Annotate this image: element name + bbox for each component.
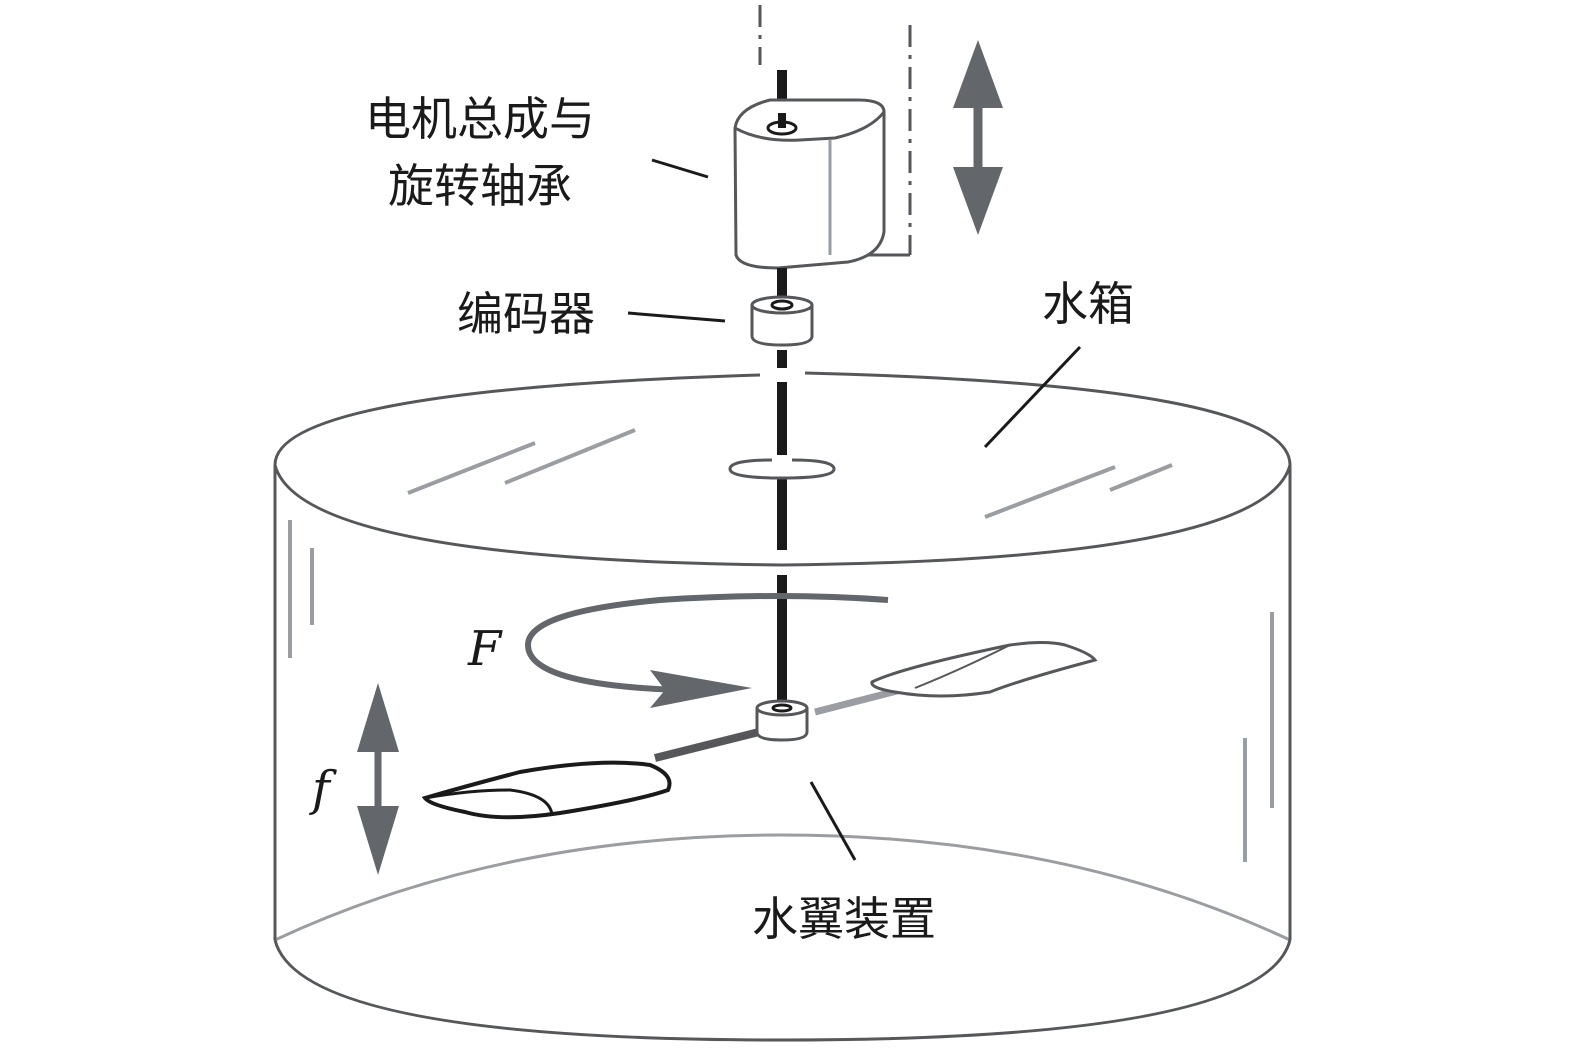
label-encoder: 编码器 bbox=[457, 287, 595, 341]
guide-rails bbox=[758, 5, 912, 257]
motor-assembly bbox=[733, 98, 886, 270]
label-frequency-f-lower: f bbox=[309, 761, 337, 817]
leader-lines bbox=[627, 158, 1082, 861]
label-motor-assembly-line2: 旋转轴承 bbox=[388, 159, 572, 213]
tank-bottom-back bbox=[274, 833, 1291, 942]
label-motor-assembly-line1: 电机总成与 bbox=[365, 92, 595, 146]
label-water-tank: 水箱 bbox=[1042, 277, 1134, 331]
vertical-motion-arrow bbox=[953, 40, 1003, 235]
label-hydrofoil-device: 水翼装置 bbox=[752, 892, 936, 946]
label-force-f-upper: F bbox=[467, 621, 503, 677]
encoder bbox=[750, 295, 814, 347]
hydrofoil-device bbox=[421, 641, 1098, 820]
oscillation-arrow bbox=[357, 683, 399, 875]
rotation-arrow bbox=[524, 593, 889, 708]
glass-glints bbox=[288, 428, 1274, 862]
surface-ring bbox=[728, 458, 836, 480]
water-tank bbox=[273, 371, 1292, 1042]
